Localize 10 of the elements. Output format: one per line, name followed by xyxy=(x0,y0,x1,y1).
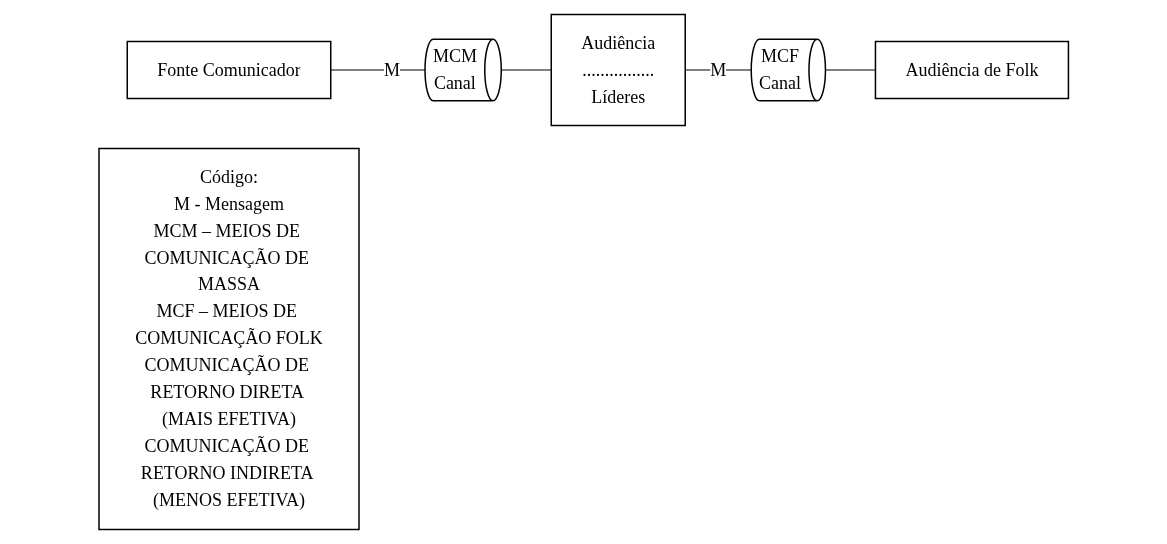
node-box xyxy=(126,40,332,100)
edge-label: M xyxy=(710,59,727,80)
node-box xyxy=(874,40,1069,100)
node-box xyxy=(550,13,686,127)
node-text: MCF Canal xyxy=(758,46,801,93)
edge-label: M xyxy=(383,59,400,80)
node-box xyxy=(98,147,360,531)
node-text: MCM Canal xyxy=(432,46,477,93)
connector xyxy=(500,69,552,71)
connector xyxy=(824,69,876,71)
